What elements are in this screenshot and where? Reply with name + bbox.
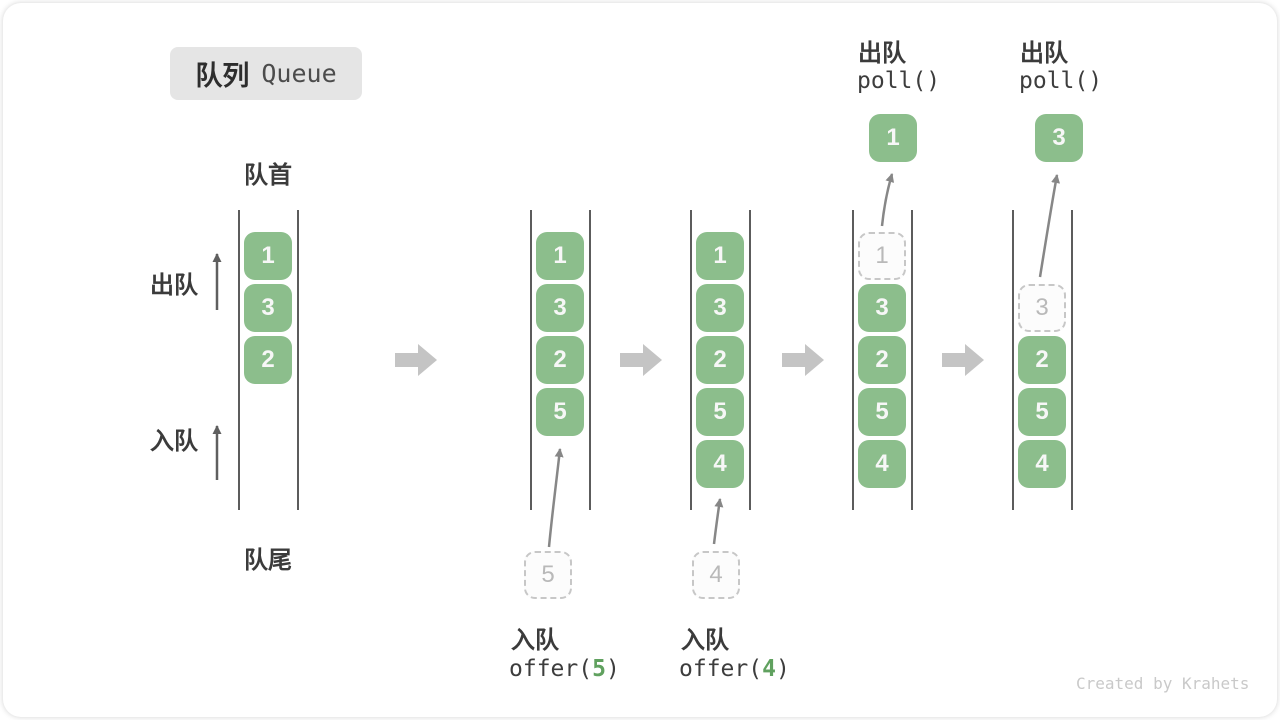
queue-state-5: 3 2 5 4 <box>1018 284 1066 488</box>
label-enqueue-op-2: 入队 <box>681 627 729 654</box>
queue-wall <box>530 210 532 510</box>
label-dequeue-op-2: 出队 <box>1020 40 1068 67</box>
queue-wall <box>297 210 299 510</box>
queue-cell: 1 <box>244 232 292 280</box>
queue-wall <box>1071 210 1073 510</box>
queue-cell: 4 <box>1018 440 1066 488</box>
queue-cell: 2 <box>858 336 906 384</box>
label-queue-rear: 队尾 <box>244 547 292 574</box>
label-dequeue-side: 出队 <box>150 272 198 299</box>
state-transition-arrow-icon <box>782 344 824 376</box>
title-box: 队列 Queue <box>170 47 362 100</box>
queue-cell: 5 <box>536 388 584 436</box>
queue-wall <box>852 210 854 510</box>
state-transition-arrow-icon <box>395 344 437 376</box>
polled-element-1: 1 <box>869 114 917 162</box>
watermark-credit: Created by Krahets <box>1076 674 1250 693</box>
queue-cell: 3 <box>858 284 906 332</box>
code-poll-2: poll() <box>1019 68 1103 94</box>
queue-cell: 5 <box>1018 388 1066 436</box>
queue-state-2: 1 3 2 5 <box>536 232 584 436</box>
queue-cell: 2 <box>1018 336 1066 384</box>
queue-wall <box>589 210 591 510</box>
queue-cell: 3 <box>696 284 744 332</box>
code-poll-1: poll() <box>857 68 941 94</box>
queue-wall <box>911 210 913 510</box>
offer-arg-4: 4 <box>762 656 776 682</box>
queue-cell: 4 <box>696 440 744 488</box>
queue-cell: 2 <box>536 336 584 384</box>
queue-wall <box>749 210 751 510</box>
queue-wall <box>1012 210 1014 510</box>
queue-cell: 1 <box>536 232 584 280</box>
queue-cell: 1 <box>696 232 744 280</box>
title-english: Queue <box>261 59 337 88</box>
state-transition-arrow-icon <box>620 344 662 376</box>
queue-cell: 2 <box>244 336 292 384</box>
queue-cell: 4 <box>858 440 906 488</box>
removed-slot: 1 <box>858 232 906 280</box>
state-transition-arrow-icon <box>942 344 984 376</box>
label-dequeue-op-1: 出队 <box>858 40 906 67</box>
queue-cell: 5 <box>858 388 906 436</box>
queue-state-4: 1 3 2 5 4 <box>858 232 906 488</box>
removed-slot: 3 <box>1018 284 1066 332</box>
polled-element-3: 3 <box>1035 114 1083 162</box>
queue-cell: 3 <box>536 284 584 332</box>
title-chinese: 队列 <box>195 61 250 91</box>
incoming-element-5: 5 <box>524 551 572 599</box>
label-enqueue-op-1: 入队 <box>511 627 559 654</box>
incoming-element-4: 4 <box>692 551 740 599</box>
queue-cell: 3 <box>244 284 292 332</box>
queue-wall <box>238 210 240 510</box>
code-offer-5: offer(5) <box>509 656 620 682</box>
offer-arg-5: 5 <box>592 656 606 682</box>
queue-state-3: 1 3 2 5 4 <box>696 232 744 488</box>
code-offer-4: offer(4) <box>679 656 790 682</box>
queue-wall <box>690 210 692 510</box>
queue-cell: 2 <box>696 336 744 384</box>
queue-state-1: 1 3 2 <box>244 232 292 384</box>
label-queue-front: 队首 <box>244 162 292 189</box>
label-enqueue-side: 入队 <box>150 428 198 455</box>
queue-cell: 5 <box>696 388 744 436</box>
